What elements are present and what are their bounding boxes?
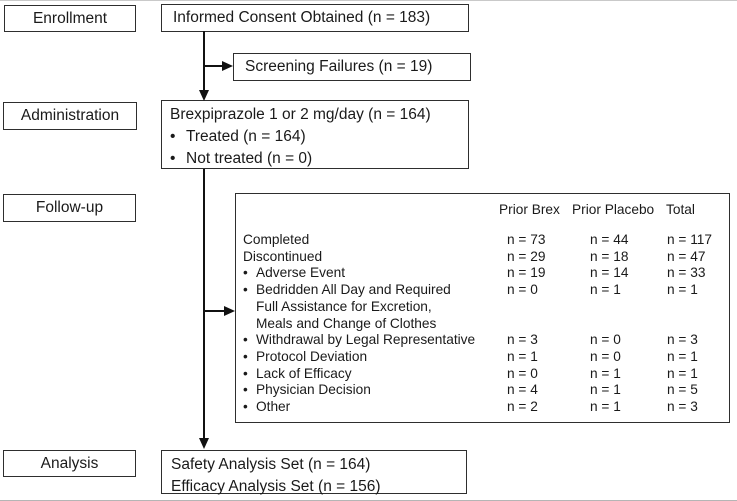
- table-row-other: Other n = 2 n = 1 n = 3: [236, 399, 729, 416]
- connector-treatment-to-analysis: [203, 169, 205, 438]
- screening-failures-box: Screening Failures (n = 19): [233, 53, 471, 81]
- treatment-box: Brexpiprazole 1 or 2 mg/day (n = 164) Tr…: [161, 100, 469, 169]
- connector-consent-to-treatment: [203, 31, 205, 91]
- table-row-lack-of-efficacy: Lack of Efficacy n = 0 n = 1 n = 1: [236, 366, 729, 383]
- informed-consent-box: Informed Consent Obtained (n = 183): [161, 4, 469, 32]
- analysis-sets-box: Safety Analysis Set (n = 164) Efficacy A…: [161, 450, 467, 495]
- table-row-completed: Completed n = 73 n = 44 n = 117: [243, 232, 713, 247]
- bullet-icon: [243, 382, 256, 399]
- table-row-discontinued: Discontinued n = 29 n = 18 n = 47: [243, 248, 706, 264]
- bullet-icon: [170, 148, 186, 170]
- stage-label-analysis: Analysis: [3, 450, 136, 477]
- table-row-bedridden: Bedridden All Day and Required Full Assi…: [236, 282, 729, 332]
- table-row-adverse-event: Adverse Event n = 19 n = 14 n = 33: [236, 265, 729, 282]
- bullet-icon: [170, 126, 186, 148]
- treatment-bullet-not-treated: Not treated (n = 0): [170, 148, 460, 170]
- stage-label-followup: Follow-up: [3, 194, 136, 222]
- column-header-total: Total: [666, 202, 695, 217]
- efficacy-analysis-set-line: Efficacy Analysis Set (n = 156): [171, 477, 381, 495]
- bullet-icon: [243, 366, 256, 383]
- bullet-icon: [243, 399, 256, 416]
- bullet-icon: [243, 332, 256, 349]
- treatment-bullet-treated-label: Treated (n = 164): [186, 128, 306, 145]
- bullet-icon: [243, 265, 256, 282]
- connector-branch-followup-table: [203, 310, 224, 312]
- stage-label-administration: Administration: [3, 102, 137, 130]
- arrow-right-icon: [224, 306, 235, 316]
- arrow-down-icon: [199, 438, 209, 449]
- treatment-bullet-treated: Treated (n = 164): [170, 126, 460, 148]
- column-header-prior-placebo: Prior Placebo: [572, 202, 655, 217]
- stage-label-enrollment: Enrollment: [4, 5, 136, 32]
- column-header-prior-brex: Prior Brex: [499, 202, 560, 217]
- treatment-bullet-not-treated-label: Not treated (n = 0): [186, 150, 313, 167]
- followup-table-body: Completed n = 73 n = 44 n = 117 Disconti…: [236, 232, 729, 416]
- safety-analysis-set-line: Safety Analysis Set (n = 164): [171, 456, 371, 473]
- table-row-withdrawal-by-legal-representative: Withdrawal by Legal Representative n = 3…: [236, 332, 729, 349]
- connector-branch-screening: [203, 65, 222, 67]
- bullet-icon: [243, 282, 256, 299]
- arrow-right-icon: [222, 61, 233, 71]
- table-row-physician-decision: Physician Decision n = 4 n = 1 n = 5: [236, 382, 729, 399]
- arrow-down-icon: [199, 90, 209, 101]
- followup-table-header: Prior Brex Prior Placebo Total: [236, 202, 729, 219]
- bullet-icon: [243, 349, 256, 366]
- followup-table: Prior Brex Prior Placebo Total Completed…: [235, 193, 730, 423]
- treatment-title: Brexpiprazole 1 or 2 mg/day (n = 164): [170, 106, 431, 123]
- table-row-protocol-deviation: Protocol Deviation n = 1 n = 0 n = 1: [236, 349, 729, 366]
